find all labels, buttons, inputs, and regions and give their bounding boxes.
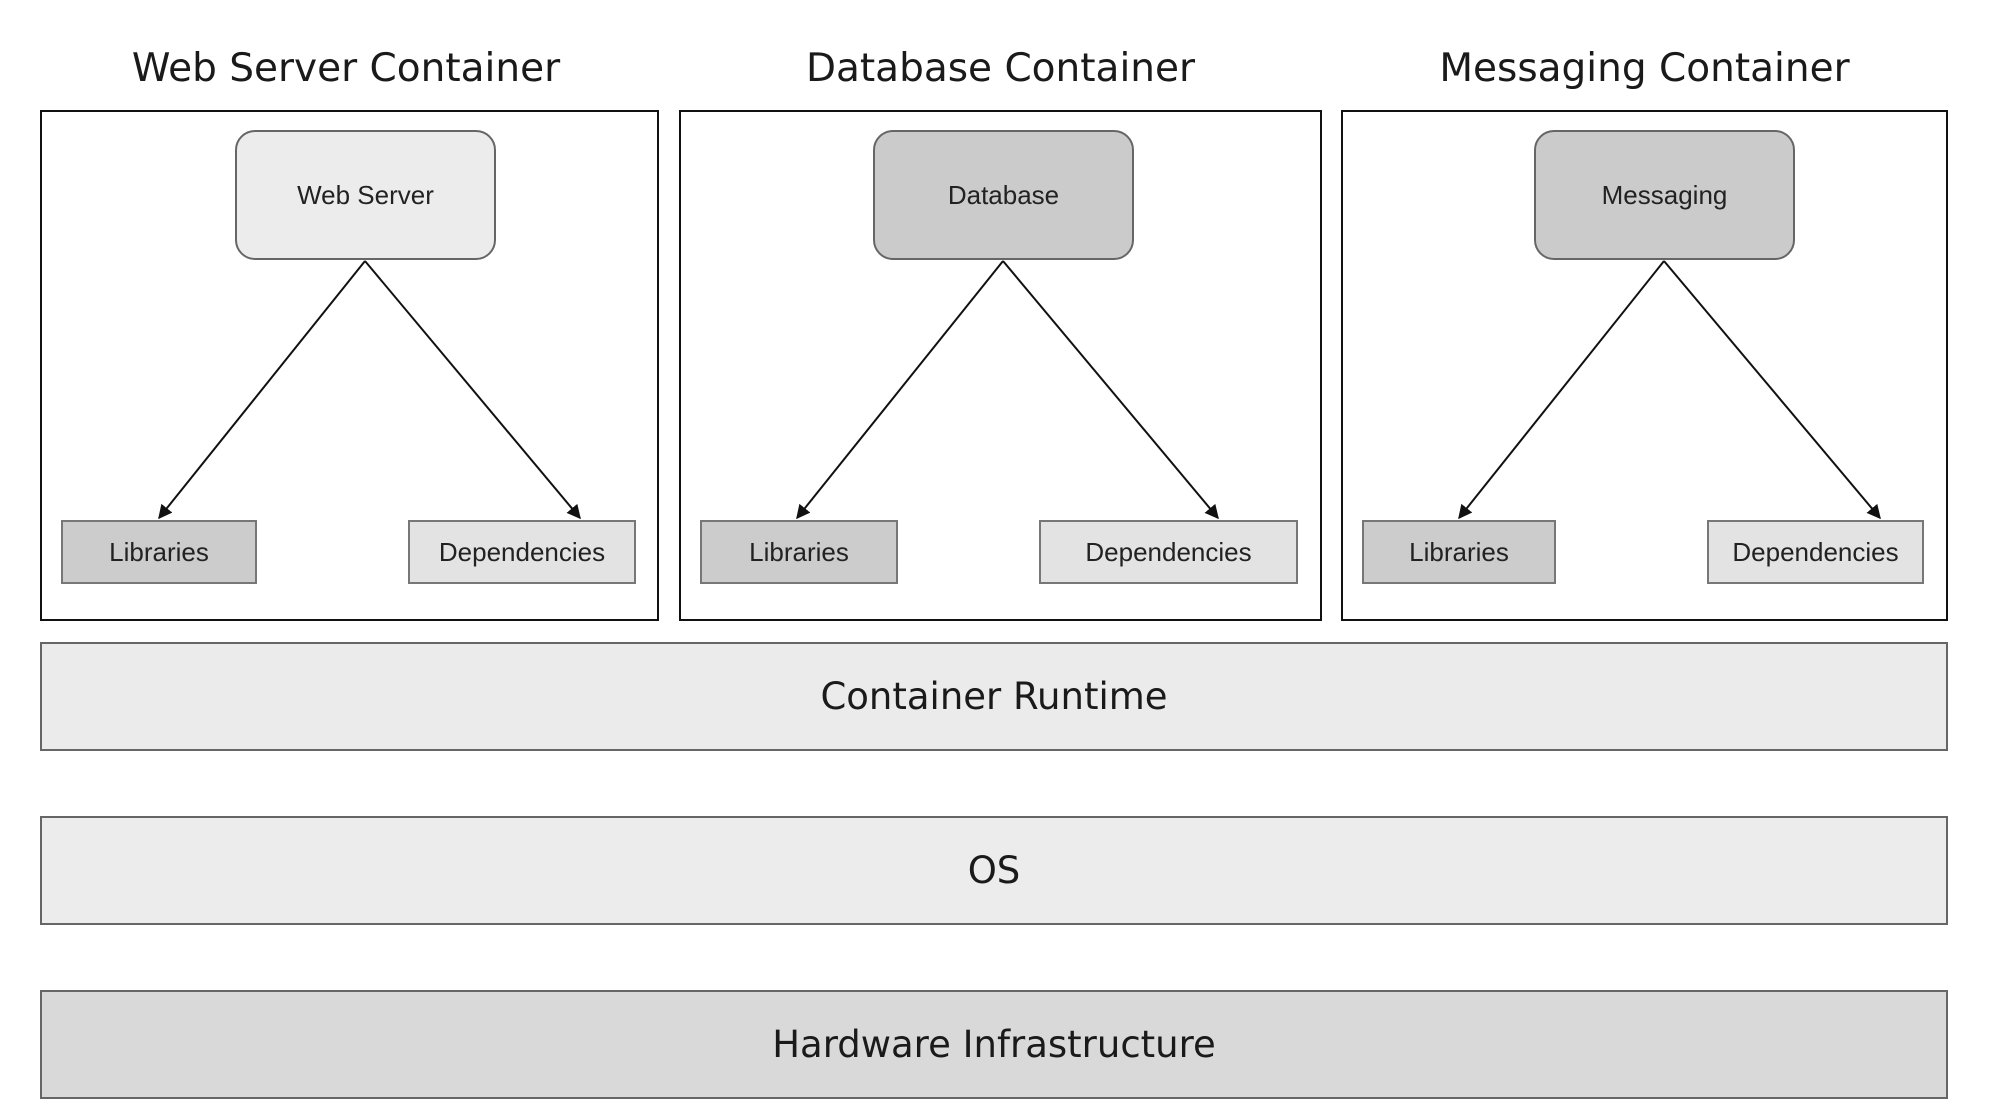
hardware-infrastructure-layer: Hardware Infrastructure bbox=[40, 990, 1948, 1099]
os-layer: OS bbox=[40, 816, 1948, 925]
web-server-container-title: Web Server Container bbox=[131, 46, 561, 91]
container-runtime-layer: Container Runtime bbox=[40, 642, 1948, 751]
web-server-libraries-node: Libraries bbox=[61, 520, 257, 584]
database-node: Database bbox=[873, 130, 1134, 260]
messaging-libraries-node: Libraries bbox=[1362, 520, 1556, 584]
database-dependencies-node: Dependencies bbox=[1039, 520, 1298, 584]
web-server-node: Web Server bbox=[235, 130, 496, 260]
web-server-dependencies-node: Dependencies bbox=[408, 520, 636, 584]
messaging-dependencies-node: Dependencies bbox=[1707, 520, 1924, 584]
database-libraries-node: Libraries bbox=[700, 520, 898, 584]
messaging-node: Messaging bbox=[1534, 130, 1795, 260]
messaging-container-title: Messaging Container bbox=[1439, 46, 1850, 91]
database-container-title: Database Container bbox=[805, 46, 1196, 91]
